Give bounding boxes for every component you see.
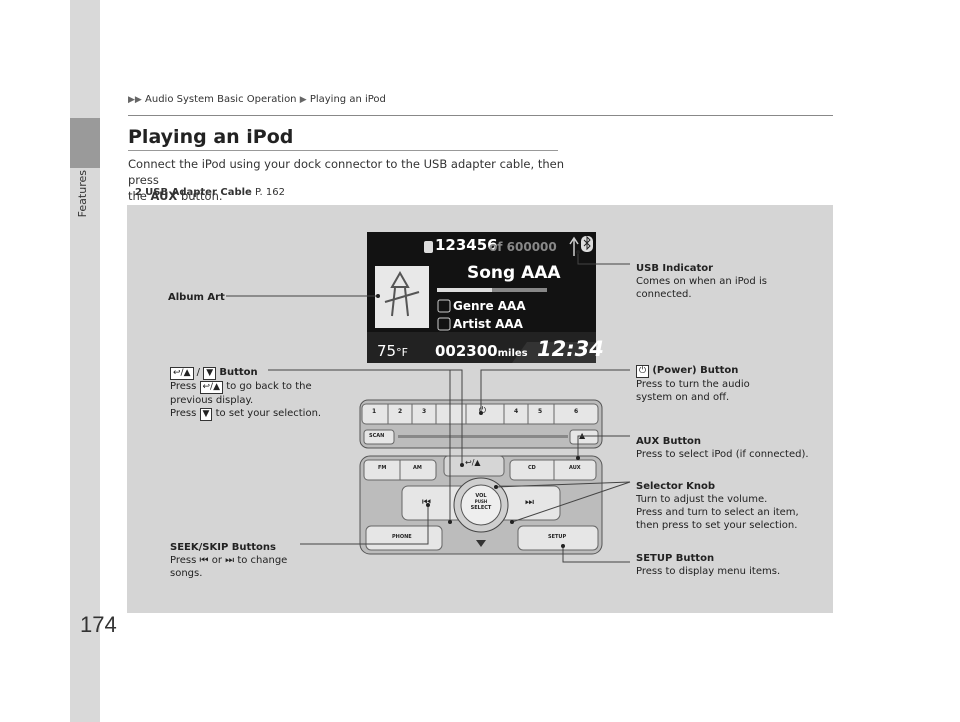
callout-back-button: ↩/▲ / ▼ Button Press ↩/▲ to go back to t… <box>170 367 322 421</box>
breadcrumb: ▶▶ Audio System Basic Operation ▶ Playin… <box>128 94 386 105</box>
back-icon: ↩/▲ <box>199 381 224 394</box>
back-icon: ↩/▲ <box>170 367 194 380</box>
cross-reference[interactable]: 2 USB Adapter Cable P. 162 <box>135 187 285 198</box>
artist-name: Artist AAA <box>453 317 523 331</box>
header-divider <box>128 115 833 116</box>
breadcrumb-part-2[interactable]: Playing an iPod <box>309 94 386 105</box>
song-title: Song AAA <box>467 263 561 283</box>
track-total: of 600000 <box>489 240 557 254</box>
callout-aux-button: AUX Button Press to select iPod (if conn… <box>636 436 809 460</box>
seek-back-icon: ⏮ <box>199 555 209 566</box>
power-icon[interactable]: ⏻ <box>479 406 487 416</box>
seek-forward-icon: ⏭ <box>225 555 235 566</box>
bluetooth-icon <box>581 235 593 252</box>
am-button[interactable]: AM <box>413 465 422 471</box>
callout-setup-button: SETUP Button Press to display menu items… <box>636 553 781 577</box>
breadcrumb-part-1[interactable]: Audio System Basic Operation <box>145 94 297 105</box>
setup-button[interactable]: SETUP <box>548 534 567 540</box>
genre-name: Genre AAA <box>453 299 526 313</box>
callout-power-button: ⏻ (Power) Button Press to turn the audio… <box>636 365 750 403</box>
down-arrow-icon: ▼ <box>199 408 213 421</box>
callout-selector-knob: Selector Knob Turn to adjust the volume.… <box>636 481 799 531</box>
usb-icon <box>569 236 579 256</box>
preset-3-button[interactable]: 3 <box>422 408 427 415</box>
page-title: Playing an iPod <box>128 126 294 148</box>
phone-button[interactable]: PHONE <box>392 534 412 540</box>
music-note-icon <box>424 241 433 253</box>
track-number: 123456 <box>435 236 498 254</box>
display-graphic <box>367 232 596 363</box>
aux-button[interactable]: AUX <box>569 465 581 471</box>
preset-1-button[interactable]: 1 <box>372 408 377 415</box>
fm-button[interactable]: FM <box>378 465 387 471</box>
callout-usb-indicator: USB Indicator Comes on when an iPod is c… <box>636 263 767 300</box>
intro-text: Connect the iPod using your dock connect… <box>128 157 564 203</box>
preset-6-button[interactable]: 6 <box>574 408 579 415</box>
cd-button[interactable]: CD <box>528 465 536 471</box>
section-tab <box>70 118 100 168</box>
seek-forward-icon[interactable]: ⏭ <box>525 497 534 508</box>
callout-album-art: Album Art <box>168 292 225 303</box>
page-number: 174 <box>80 612 117 637</box>
title-divider <box>128 150 558 151</box>
breadcrumb-arrow-icon: ▶ <box>299 95 307 105</box>
preset-2-button[interactable]: 2 <box>398 408 403 415</box>
breadcrumb-arrow-icon: ▶▶ <box>128 95 142 105</box>
audio-display-screen: 123456 of 600000 Song AAA Genre AAA Arti… <box>367 232 604 363</box>
down-arrow-icon: ▼ <box>203 367 217 380</box>
control-unit-graphic <box>359 399 603 555</box>
preset-4-button[interactable]: 4 <box>514 408 519 415</box>
temperature: 75°F <box>377 342 408 360</box>
clock: 12:34 <box>537 337 604 361</box>
power-icon: ⏻ <box>636 365 650 378</box>
seek-back-icon[interactable]: ⏮ <box>422 497 431 508</box>
reference-icon: 2 <box>135 187 142 198</box>
odometer: 002300miles <box>435 342 528 360</box>
audio-control-unit: 1 2 3 ⏻ 4 5 6 SCAN ▲ FM AM ↩/▲ CD AUX ⏮ … <box>358 398 604 556</box>
section-sidebar: Features <box>70 0 100 722</box>
back-button-icon[interactable]: ↩/▲ <box>465 458 481 467</box>
callout-seek-buttons: SEEK/SKIP Buttons Press ⏮ or ⏭ to change… <box>170 542 288 579</box>
scan-button[interactable]: SCAN <box>369 433 385 439</box>
preset-5-button[interactable]: 5 <box>538 408 543 415</box>
